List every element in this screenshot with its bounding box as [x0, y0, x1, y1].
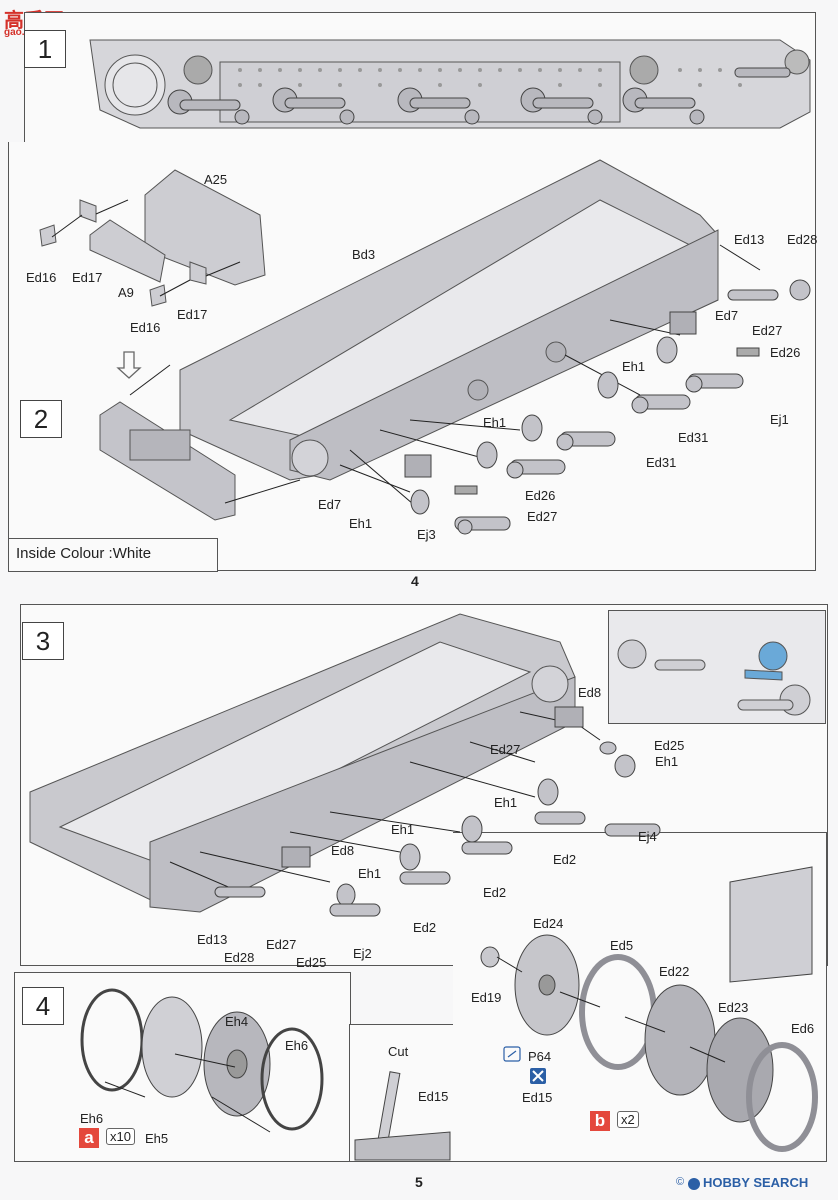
label-Ed26: Ed26: [770, 345, 801, 360]
label-Ed25-b: Ed25: [296, 955, 327, 970]
label-A25: A25: [204, 172, 228, 187]
badge-b: b: [590, 1111, 610, 1131]
label-Ed24: Ed24: [533, 916, 564, 931]
label-Ed28: Ed28: [224, 950, 255, 965]
label-Eh5: Eh5: [145, 1131, 169, 1146]
label-A9: A9: [118, 285, 134, 300]
copyright-mark: ©: [676, 1176, 685, 1188]
label-Ed5: Ed5: [610, 938, 634, 953]
ed15-icon: [530, 1068, 546, 1084]
page-number-5: 5: [415, 1174, 423, 1190]
label-Ed8-b: Ed8: [331, 843, 355, 858]
label-Ed27: Ed27: [490, 742, 521, 757]
page5-drawing: [29, 613, 818, 1190]
note-box: [8, 538, 218, 572]
label-Ed27: Ed27: [752, 323, 783, 338]
label-Ej2: Ej2: [353, 946, 372, 961]
label-Ed17: Ed17: [72, 270, 103, 285]
label-Ed8: Ed8: [578, 685, 602, 700]
label-Eh1-c: Eh1: [349, 516, 373, 531]
label-Eh1-b: Eh1: [494, 795, 518, 810]
step2-suspension-parts: [404, 279, 811, 535]
label-Ed25: Ed25: [654, 738, 685, 753]
label-Ed16-b: Ed16: [130, 320, 161, 335]
step3-suspension-parts: [214, 706, 661, 917]
label-Ed13: Ed13: [197, 932, 228, 947]
hobby-search-logo: [688, 1178, 700, 1190]
label-Ed7: Ed7: [715, 308, 739, 323]
label-Ed26-b: Ed26: [525, 488, 556, 503]
step2-arrow-down: [116, 351, 142, 379]
label-Ed27-b: Ed27: [527, 509, 558, 524]
label-Ed23: Ed23: [718, 1000, 749, 1015]
step2-assembly-lines: [51, 199, 761, 511]
p64-icon: [503, 1046, 521, 1062]
label-Ed19: Ed19: [471, 990, 502, 1005]
step3-assembly-lines: [169, 711, 601, 893]
label-Ed31: Ed31: [678, 430, 709, 445]
label-Bd3: Bd3: [352, 247, 376, 262]
label-Ed17-b: Ed17: [177, 307, 208, 322]
label-Ed2-c: Ed2: [413, 920, 437, 935]
label-Eh6: Eh6: [285, 1038, 309, 1053]
step2-armor-plates: [39, 169, 266, 307]
step2-front-plate: [99, 401, 236, 521]
label-Ed27-b: Ed27: [266, 937, 297, 952]
label-Ed7-b: Ed7: [318, 497, 342, 512]
inside-colour-note: Inside Colour :White: [16, 545, 152, 562]
step2-hull-tub: [179, 159, 719, 481]
page-5: 3 4: [0, 592, 838, 1200]
step4-number: 4: [22, 987, 64, 1025]
quantity-b: x2: [617, 1111, 639, 1128]
label-Ed15: Ed15: [418, 1089, 449, 1104]
step3-inset-detail: [617, 639, 811, 716]
label-P64: P64: [528, 1049, 552, 1064]
page-4: 高手网 gao.shou.com 1 2 Inside Colour :Whit…: [0, 0, 838, 592]
label-Ed6: Ed6: [791, 1021, 815, 1036]
label-Ej3: Ej3: [417, 527, 436, 542]
label-Eh1-b: Eh1: [483, 415, 507, 430]
label-Ed31-b: Ed31: [646, 455, 677, 470]
label-Ed22: Ed22: [659, 964, 690, 979]
step4-assembly-lines: [104, 956, 726, 1133]
label-Eh6-b: Eh6: [80, 1111, 104, 1126]
badge-a: a: [79, 1128, 99, 1148]
step2-number: 2: [20, 400, 62, 438]
label-Ed15-b: Ed15: [522, 1090, 553, 1105]
label-Eh1: Eh1: [622, 359, 646, 374]
label-Ed28: Ed28: [787, 232, 818, 247]
label-Eh1-c: Eh1: [391, 822, 415, 837]
step3-number: 3: [22, 622, 64, 660]
label-Ej4: Ej4: [638, 829, 657, 844]
step4-road-wheel: [80, 988, 324, 1131]
sprocket-parts: [480, 866, 818, 1152]
step1-road-arms: [167, 67, 791, 125]
label-Eh4: Eh4: [225, 1014, 249, 1029]
label-Ed2: Ed2: [553, 852, 577, 867]
quantity-a: x10: [106, 1128, 135, 1145]
step1-rivets: [238, 68, 742, 87]
label-Ed13: Ed13: [734, 232, 765, 247]
label-Ej1: Ej1: [770, 412, 789, 427]
label-Eh1: Eh1: [655, 754, 679, 769]
label-Cut: Cut: [388, 1044, 409, 1059]
step1-number: 1: [24, 30, 66, 68]
page-number-4: 4: [411, 573, 419, 589]
hobby-search-brand: HOBBY SEARCH: [703, 1175, 809, 1190]
step3-hull-tub: [29, 613, 576, 913]
label-Ed2-b: Ed2: [483, 885, 507, 900]
label-Eh1-d: Eh1: [358, 866, 382, 881]
page4-drawing: [39, 39, 811, 535]
step4-cut-detail: [354, 1071, 451, 1161]
label-Ed16: Ed16: [26, 270, 57, 285]
